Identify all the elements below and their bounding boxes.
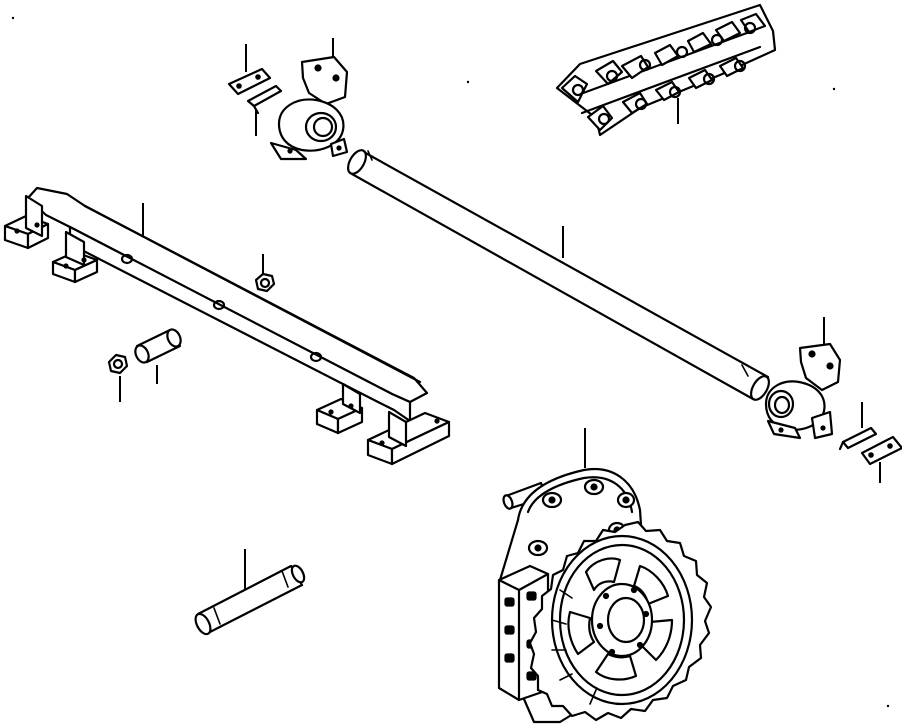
- lock-clip-right: [838, 402, 878, 451]
- speck: [466, 80, 470, 84]
- nut-left: [107, 353, 129, 402]
- speck: [11, 16, 15, 20]
- bearing-bracket-right: [764, 317, 842, 440]
- small-plate-right: [860, 435, 902, 483]
- main-frame-beam: [3, 186, 451, 466]
- small-plate-top: [227, 44, 272, 96]
- speck: [832, 87, 836, 91]
- track-chain: [555, 3, 777, 137]
- bearing-bracket-top: [269, 38, 349, 161]
- speck: [886, 704, 890, 708]
- lock-clip-top: [246, 84, 283, 136]
- bushing-pin: [134, 328, 182, 384]
- nut-center: [254, 254, 276, 293]
- final-drive-sprocket: [497, 428, 713, 724]
- long-pin: [194, 549, 306, 636]
- cross-shaft: [347, 149, 770, 401]
